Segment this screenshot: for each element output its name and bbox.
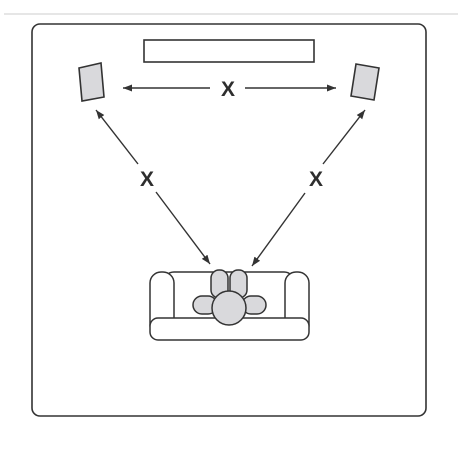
top-distance-label: X	[221, 78, 235, 101]
right-distance-label: X	[309, 168, 323, 191]
speaker-right-icon	[350, 63, 380, 101]
right-distance-arrow-upper	[322, 109, 366, 165]
listener-icon	[192, 269, 267, 326]
left-distance-arrow-lower	[155, 191, 211, 265]
room-outline	[31, 23, 427, 417]
right-distance-arrow-lower	[251, 192, 306, 267]
speaker-left-icon	[78, 62, 105, 102]
left-distance-label: X	[140, 168, 154, 191]
tv-screen-icon	[143, 39, 315, 63]
left-distance-arrow-upper	[95, 109, 139, 165]
